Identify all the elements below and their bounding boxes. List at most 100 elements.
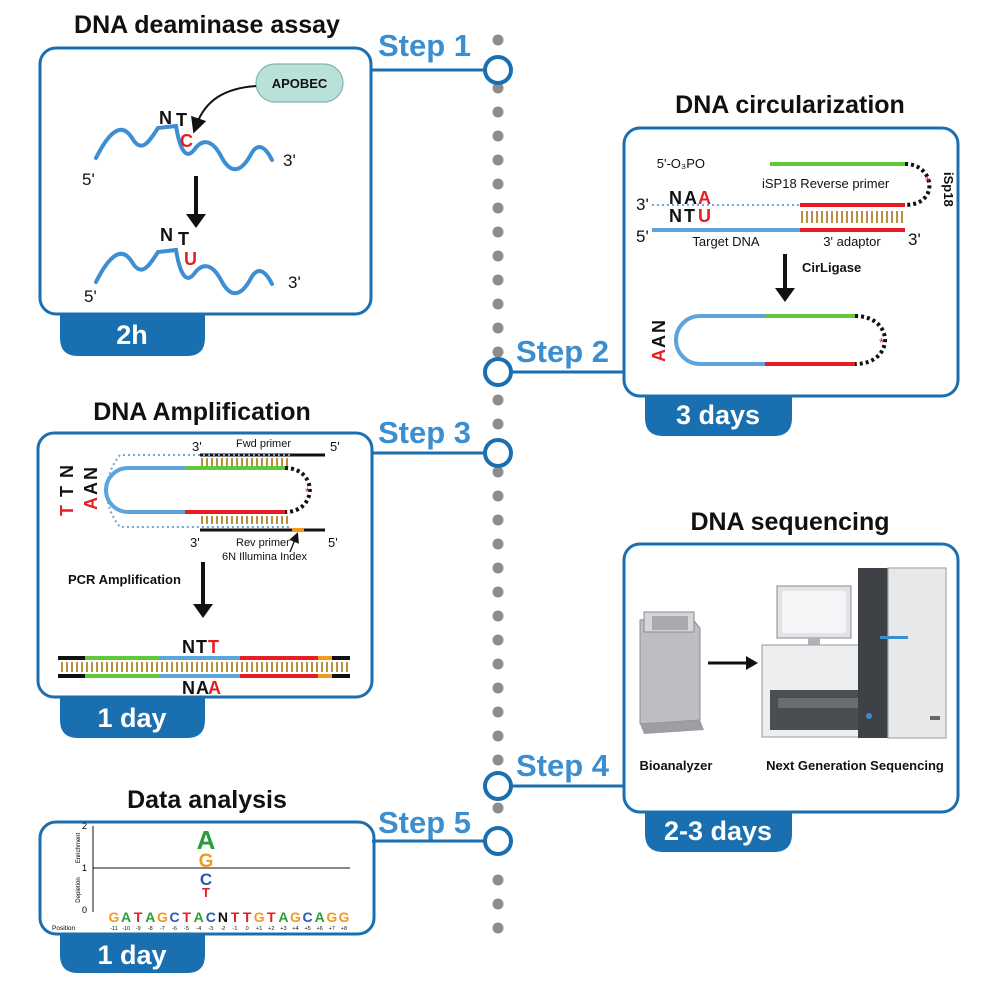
panel-data-analysis: Data analysis 2 1 0 Enrichment Depletion…: [38, 786, 376, 973]
svg-text:T: T: [196, 637, 207, 657]
five-prime-fwd: 5': [330, 439, 340, 454]
five-prime-rev: 5': [328, 535, 338, 550]
step5-connector: Step 5: [372, 805, 513, 856]
timeline-dot: [492, 538, 504, 550]
logo-position-label: -11: [110, 926, 118, 932]
step5-label: Step 5: [378, 805, 471, 840]
isp18-label: iSp18: [941, 172, 956, 207]
dna-strand-after: [94, 247, 274, 295]
step4-node: [483, 771, 513, 801]
logo-position-label: +5: [304, 926, 310, 932]
duration-step5: 1 day: [97, 940, 166, 970]
svg-text:T: T: [208, 637, 219, 657]
circle-seq-p2: N A A: [649, 320, 669, 362]
dna-strand-before: [94, 123, 274, 171]
svg-text:N: N: [81, 467, 101, 480]
timeline-dot: [492, 226, 504, 238]
logo-c: C: [200, 870, 212, 889]
logo-sequence-base: N: [218, 909, 228, 925]
ngs-label: Next Generation Sequencing: [766, 758, 944, 773]
timeline-dot: [492, 898, 504, 910]
duration-step2: 3 days: [676, 400, 760, 430]
three-prime-top: 3': [283, 151, 296, 170]
logo-position-label: +1: [256, 926, 262, 932]
apobec-arrow: [191, 85, 257, 134]
apobec-enzyme: [255, 63, 344, 103]
step3-connector: Step 3: [372, 415, 513, 468]
timeline-dot: [492, 802, 504, 814]
timeline-dot: [492, 586, 504, 598]
logo-sequence-base: T: [267, 909, 276, 925]
logo-sequence-base: G: [254, 909, 265, 925]
fwd-primer-label: Fwd primer: [236, 438, 291, 450]
logo-position-label: +3: [280, 926, 286, 932]
svg-text:0: 0: [82, 905, 87, 915]
panel-amplification: DNA Amplification 3' 5' Fwd primer * N T…: [36, 398, 374, 738]
duration-step1: 2h: [116, 320, 148, 350]
panel-title-step2: DNA circularization: [675, 91, 905, 119]
duration-step3: 1 day: [97, 703, 166, 733]
duration-tab-step4: [645, 812, 792, 852]
pcr-product: [58, 656, 350, 678]
svg-text:N: N: [182, 637, 195, 657]
logo-position-label: -8: [148, 926, 153, 932]
svg-text:N: N: [182, 678, 195, 698]
svg-text:T: T: [57, 486, 77, 497]
svg-text:A: A: [698, 188, 711, 208]
panel-sequencing: DNA sequencing Bioanalyzer Next Generati…: [622, 508, 960, 852]
step4-connector: Step 4: [483, 748, 624, 801]
logo-sequence-base: G: [157, 909, 168, 925]
logo-sequence-base: T: [231, 909, 240, 925]
logo-position-label: +6: [317, 926, 323, 932]
timeline-dot: [492, 706, 504, 718]
svg-text:*: *: [925, 174, 930, 189]
isp18-spacer: [904, 162, 932, 207]
three-prime-bottom: 3': [288, 273, 301, 292]
timeline-dot: [492, 682, 504, 694]
step2-node: [483, 357, 513, 387]
logo-sequence-base: C: [206, 909, 216, 925]
ngs-device: [761, 567, 947, 739]
logo-sequence-base: T: [243, 909, 252, 925]
base-t-bottom: T: [178, 229, 189, 249]
logo-g: G: [199, 851, 214, 872]
logo-t: T: [202, 885, 210, 900]
step1-node: [483, 55, 513, 85]
logo-position-label: +8: [341, 926, 347, 932]
logo-a: A: [197, 825, 216, 855]
timeline-dot: [492, 274, 504, 286]
bioanalyzer-label: Bioanalyzer: [640, 758, 713, 773]
three-prime-rev: 3': [190, 535, 200, 550]
timeline-dot: [492, 178, 504, 190]
duration-tab-step2: [645, 396, 792, 436]
logo-position-label: -2: [220, 926, 225, 932]
three-prime-fwd: 3': [192, 439, 202, 454]
svg-text:A: A: [81, 497, 101, 510]
timeline-dot: [492, 250, 504, 262]
panel-circularization: DNA circularization 5'-O₃PO * iSp18 iSP1…: [622, 91, 960, 436]
svg-text:A: A: [684, 188, 697, 208]
target-label: Target DNA: [692, 234, 760, 249]
timeline-dot: [492, 754, 504, 766]
panel-frame-step5: [38, 820, 376, 936]
apobec-label: APOBEC: [272, 76, 328, 91]
svg-text:T: T: [57, 505, 77, 516]
logo-position-label: -1: [233, 926, 238, 932]
base-t-top: T: [176, 110, 187, 130]
timeline-dot: [492, 346, 504, 358]
step1-label: Step 1: [378, 28, 471, 63]
timeline-dot: [492, 466, 504, 478]
step3-label: Step 3: [378, 415, 471, 450]
timeline-dot: [492, 610, 504, 622]
base-c: C: [180, 131, 193, 151]
logo-sequence-base: G: [109, 909, 120, 925]
logo-sequence-base: C: [303, 909, 313, 925]
base-n-top: N: [159, 108, 172, 128]
timeline-dot: [492, 82, 504, 94]
duration-tab-step1: [60, 314, 205, 356]
timeline-dot: [492, 418, 504, 430]
timeline-dot: [492, 730, 504, 742]
five-prime-bottom: 5': [84, 287, 97, 306]
outer-seq-p3: N T T: [57, 465, 77, 516]
